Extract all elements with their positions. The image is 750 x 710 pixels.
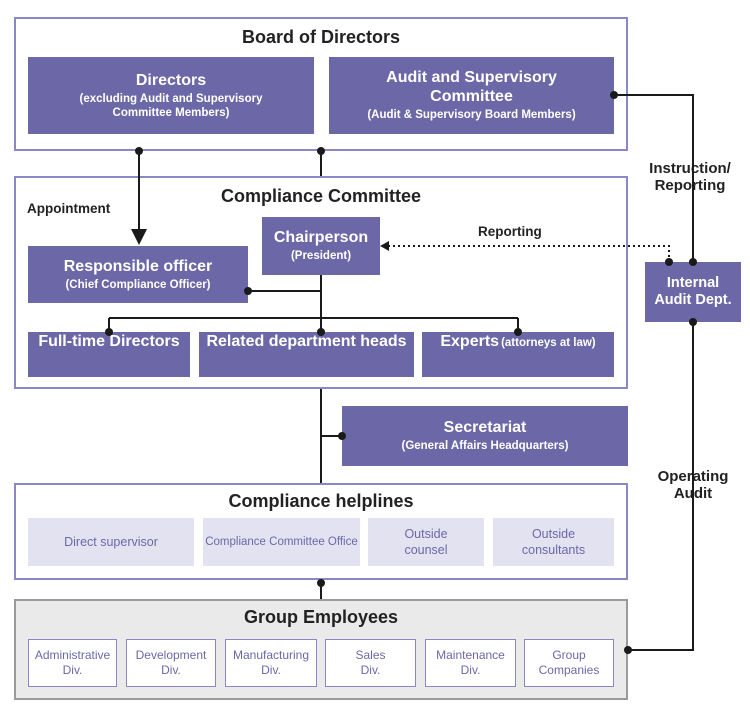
- appointment-label: Appointment: [27, 201, 111, 216]
- reporting-dotted-arrow: [384, 245, 670, 262]
- audit-to-internal-line: [614, 94, 694, 262]
- dot: [514, 328, 522, 336]
- compliance-committee-title: Compliance Committee: [220, 186, 422, 206]
- dot: [135, 147, 143, 155]
- division-administrative: Administrative Div.: [28, 639, 117, 687]
- instruction-reporting-label: Instruction/ Reporting: [649, 160, 731, 195]
- audit-committee-sub: (Audit & Supervisory Board Members): [367, 109, 576, 122]
- group-employees-title: Group Employees: [243, 607, 399, 627]
- directors-title: Directors: [135, 71, 207, 89]
- division-sales-text: Sales Div.: [355, 648, 386, 677]
- helpline-outside-counsel: Outside counsel: [368, 518, 484, 566]
- audit-committee-title: Audit and Supervisory Committee: [386, 68, 557, 106]
- division-group-companies: Group Companies: [524, 639, 614, 687]
- reporting-label: Reporting: [478, 224, 542, 239]
- operating-audit-line: [628, 322, 694, 651]
- division-administrative-text: Administrative Div.: [34, 648, 111, 677]
- responsible-officer-sub: (Chief Compliance Officer): [65, 278, 211, 291]
- chairperson-box: Chairperson (President): [262, 217, 380, 275]
- responsible-officer-box: Responsible officer (Chief Compliance Of…: [28, 246, 248, 303]
- internal-audit-box: Internal Audit Dept.: [645, 262, 741, 322]
- dot: [689, 318, 697, 326]
- chairperson-sub: (President): [290, 250, 352, 263]
- helpline-direct-supervisor: Direct supervisor: [28, 518, 194, 566]
- dot: [244, 287, 252, 295]
- responsible-officer-title: Responsible officer: [63, 257, 213, 275]
- dot: [665, 258, 673, 266]
- helpline-outside-counsel-text: Outside counsel: [404, 526, 448, 557]
- related-department-heads-title: Related department heads: [206, 333, 407, 350]
- helpline-outside-consultants-text: Outside consultants: [521, 526, 586, 557]
- helplines-title: Compliance helplines: [228, 491, 414, 511]
- experts-title: Experts: [440, 333, 500, 350]
- dot: [317, 147, 325, 155]
- division-sales: Sales Div.: [325, 639, 416, 687]
- secretariat-title: Secretariat: [443, 419, 527, 436]
- dot: [610, 91, 618, 99]
- secretariat-sub: (General Affairs Headquarters): [401, 440, 569, 453]
- chairperson-title: Chairperson: [273, 229, 369, 246]
- division-maintenance: Maintenance Div.: [425, 639, 516, 687]
- full-time-directors-title: Full-time Directors: [38, 333, 180, 350]
- division-manufacturing: Manufacturing Div.: [225, 639, 317, 687]
- directors-sub: (excluding Audit and Supervisory Committ…: [79, 92, 263, 119]
- helpline-compliance-committee-office: Compliance Committee Office: [203, 518, 360, 566]
- dot: [689, 258, 697, 266]
- dot: [317, 328, 325, 336]
- division-group-companies-text: Group Companies: [538, 648, 600, 677]
- related-department-heads-box: Related department heads: [199, 332, 414, 377]
- full-time-directors-box: Full-time Directors: [28, 332, 190, 377]
- dot: [338, 432, 346, 440]
- audit-committee-box: Audit and Supervisory Committee (Audit &…: [329, 57, 614, 134]
- experts-box: Experts (attorneys at law): [422, 332, 614, 377]
- dot: [105, 328, 113, 336]
- dot: [317, 579, 325, 587]
- board-title: Board of Directors: [241, 27, 401, 47]
- division-maintenance-text: Maintenance Div.: [436, 648, 505, 677]
- secretariat-box: Secretariat (General Affairs Headquarter…: [342, 406, 628, 466]
- helpline-outside-consultants: Outside consultants: [493, 518, 614, 566]
- directors-box: Directors (excluding Audit and Superviso…: [28, 57, 314, 134]
- division-development: Development Div.: [126, 639, 216, 687]
- division-manufacturing-text: Manufacturing Div.: [232, 648, 310, 677]
- internal-audit-title: Internal Audit Dept.: [654, 274, 732, 308]
- dot: [624, 646, 632, 654]
- division-development-text: Development Div.: [135, 648, 207, 677]
- experts-sub: (attorneys at law): [501, 337, 596, 349]
